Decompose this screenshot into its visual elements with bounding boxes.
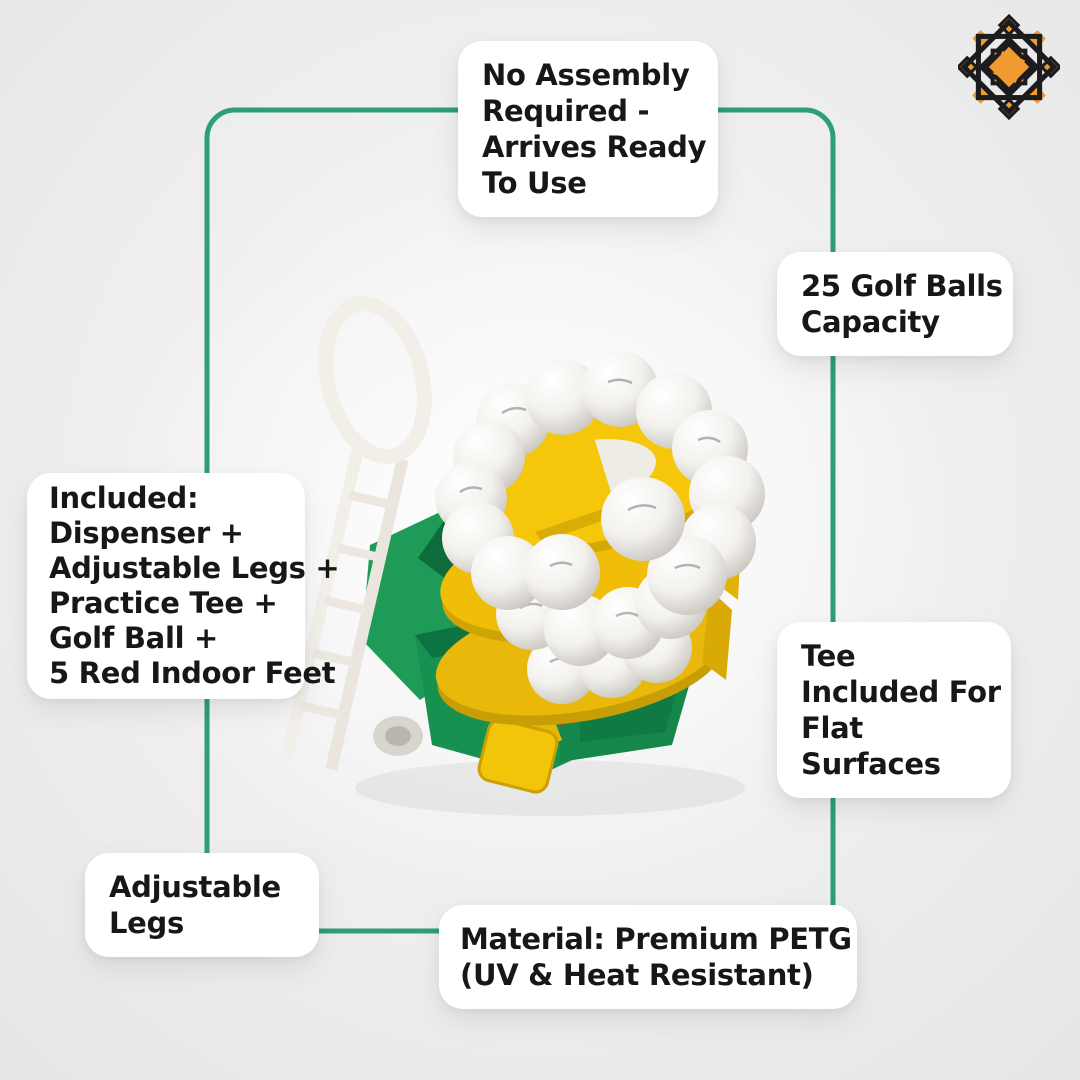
callout-line: Arrives Ready bbox=[482, 130, 707, 164]
callout-line: No Assembly bbox=[482, 58, 690, 92]
balls-top-ring bbox=[435, 351, 765, 615]
callout-line: Golf Ball + bbox=[49, 621, 219, 655]
balls-front bbox=[524, 477, 685, 610]
callout-legs: Adjustable Legs bbox=[85, 853, 319, 957]
callout-material: Material: Premium PETG (UV & Heat Resist… bbox=[439, 905, 857, 1009]
callout-line: (UV & Heat Resistant) bbox=[460, 958, 814, 992]
callout-line: To Use bbox=[482, 166, 587, 200]
callout-line: 5 Red Indoor Feet bbox=[49, 656, 336, 690]
callout-line: Adjustable Legs + bbox=[49, 551, 340, 585]
callout-line: Practice Tee + bbox=[49, 586, 278, 620]
callout-line: Dispenser + bbox=[49, 516, 244, 550]
product-photo-golf-ball-dispenser bbox=[280, 295, 765, 816]
callout-capacity: 25 Golf Balls Capacity bbox=[777, 252, 1013, 356]
callout-line: Tee bbox=[801, 639, 856, 673]
callout-line: 25 Golf Balls bbox=[801, 269, 1003, 303]
spiral-wall-lower bbox=[702, 590, 732, 680]
callout-line: Capacity bbox=[801, 305, 940, 339]
callout-no-assembly: No Assembly Required - Arrives Ready To … bbox=[458, 41, 718, 217]
product-shadow bbox=[355, 760, 745, 816]
callout-included: Included: Dispenser + Adjustable Legs + … bbox=[27, 473, 340, 699]
callout-line: Surfaces bbox=[801, 747, 941, 781]
callout-line: Included: bbox=[49, 481, 199, 515]
callout-line: Included For bbox=[801, 675, 1001, 709]
callout-line: Material: Premium PETG bbox=[460, 922, 852, 956]
handle-loop bbox=[318, 295, 432, 465]
callout-line: Legs bbox=[109, 906, 184, 940]
callout-tee: Tee Included For Flat Surfaces bbox=[777, 622, 1011, 798]
callout-line: Adjustable bbox=[109, 870, 281, 904]
geometric-star-logo-icon bbox=[958, 13, 1060, 121]
callout-line: Required - bbox=[482, 94, 650, 128]
callout-line: Flat bbox=[801, 711, 863, 745]
